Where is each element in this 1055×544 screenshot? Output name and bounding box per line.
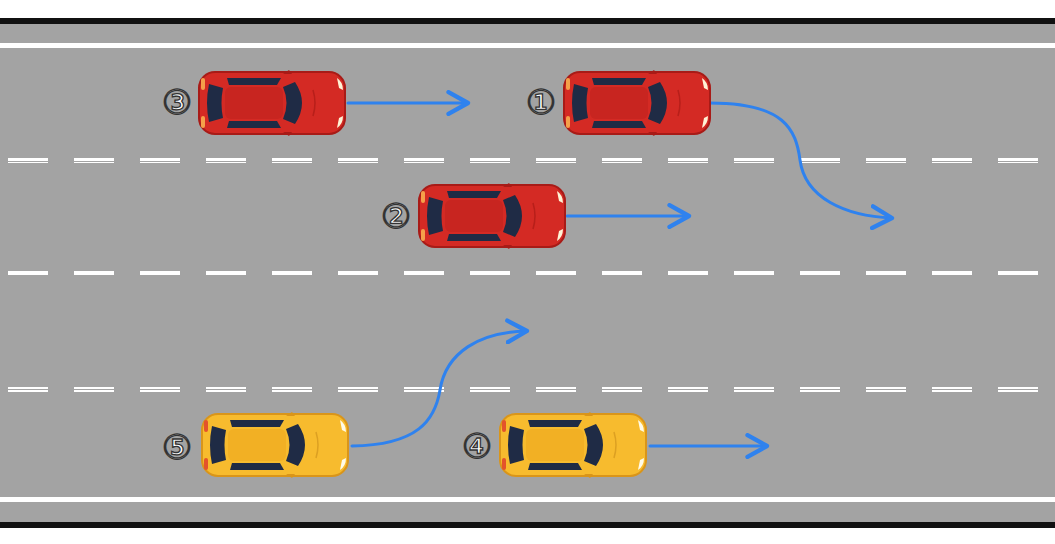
edge-line bbox=[0, 497, 1055, 502]
red-car bbox=[199, 70, 345, 136]
callout-number: ② bbox=[381, 199, 411, 233]
road-edge bbox=[0, 18, 1055, 24]
red-car bbox=[419, 183, 565, 249]
callout-number: ⑤ bbox=[162, 430, 192, 464]
edge-line bbox=[0, 43, 1055, 48]
callout-number: ③ bbox=[162, 85, 192, 119]
lane-change-arrow bbox=[710, 103, 892, 218]
red-car bbox=[564, 70, 710, 136]
motion-arrow bbox=[567, 215, 689, 218]
lane-divider bbox=[8, 387, 1055, 392]
callout-number: ④ bbox=[462, 429, 492, 463]
motion-arrow bbox=[650, 445, 767, 448]
road-edge bbox=[0, 522, 1055, 528]
motion-arrow bbox=[348, 102, 468, 105]
road-surface bbox=[0, 24, 1055, 523]
yellow-car bbox=[500, 412, 646, 478]
lane-divider bbox=[8, 271, 1055, 276]
lane-divider bbox=[8, 158, 1055, 163]
callout-number: ① bbox=[526, 85, 556, 119]
yellow-car bbox=[202, 412, 348, 478]
